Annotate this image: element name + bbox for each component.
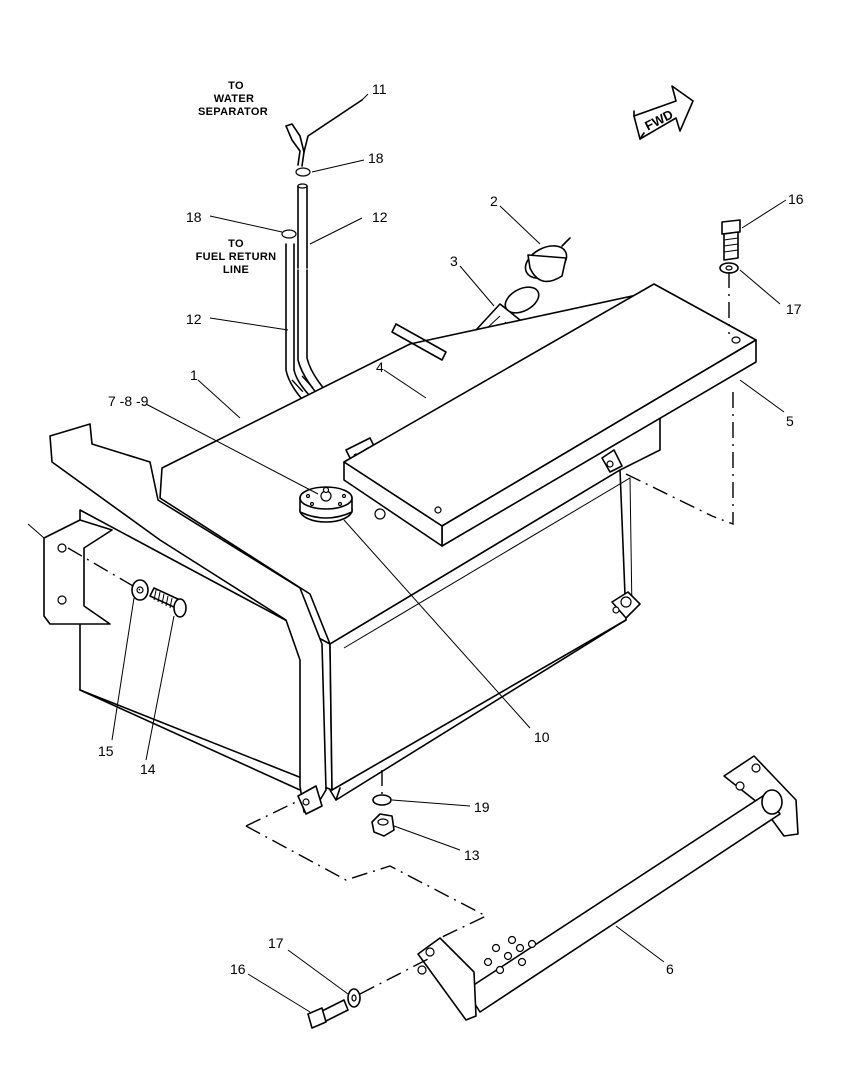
- callout-11: 11: [372, 81, 387, 97]
- forward-direction-arrow: FWD: [633, 85, 694, 140]
- svg-text:SEPARATOR: SEPARATOR: [198, 106, 268, 118]
- to-water-separator-label: TO WATER SEPARATOR: [198, 80, 268, 118]
- svg-text:TO: TO: [228, 238, 244, 250]
- callout-14: 14: [140, 761, 156, 777]
- washer-17-lower: [347, 988, 361, 1008]
- callout-numbers: 11 18 18 12 12 2 3 16 17 1 7 -8 -9 4 5 1…: [98, 81, 804, 977]
- callout-12-right: 12: [372, 209, 388, 225]
- callout-19: 19: [474, 799, 490, 815]
- bolt-16-upper: [721, 219, 741, 261]
- filler-cap-2: [524, 237, 571, 283]
- callout-13: 13: [464, 847, 480, 863]
- bolt-14: [149, 587, 187, 618]
- callout-16-upper: 16: [788, 191, 804, 207]
- callout-15: 15: [98, 743, 114, 759]
- callout-6: 6: [666, 961, 674, 977]
- washer-17-upper: [719, 262, 739, 274]
- leader-lines: [111, 93, 787, 1013]
- callout-12-left: 12: [186, 311, 202, 327]
- cross-member-6: [417, 755, 799, 1021]
- callout-17-lower: 17: [268, 935, 284, 951]
- svg-text:LINE: LINE: [223, 264, 249, 276]
- hose-12-upper: [297, 183, 308, 269]
- callout-18-lower: 18: [186, 209, 202, 225]
- callout-16-lower: 16: [230, 961, 246, 977]
- nut-13: [371, 813, 395, 837]
- side-bracket: [27, 519, 113, 625]
- bolt-16-lower: [307, 999, 349, 1029]
- to-fuel-return-line-label: TO FUEL RETURN LINE: [196, 238, 277, 276]
- assembly-centerlines: [67, 272, 734, 995]
- callout-17-upper: 17: [786, 301, 802, 317]
- washer-19: [372, 794, 392, 806]
- tank-mount-ears: [297, 449, 641, 815]
- clamp-18-lower: [281, 229, 297, 239]
- rear-bracket: [391, 323, 447, 361]
- callout-3: 3: [450, 253, 458, 269]
- callout-2: 2: [490, 193, 498, 209]
- svg-text:TO: TO: [228, 80, 244, 92]
- callout-18-upper: 18: [368, 150, 384, 166]
- callout-4: 4: [376, 359, 384, 375]
- svg-text:WATER: WATER: [214, 93, 254, 105]
- callout-5: 5: [786, 413, 794, 429]
- callout-1: 1: [190, 367, 198, 383]
- callout-10: 10: [534, 729, 550, 745]
- clamp-18-upper: [295, 167, 311, 177]
- hose-11: [285, 99, 363, 167]
- svg-text:FUEL RETURN: FUEL RETURN: [196, 251, 277, 263]
- fuel-sender-unit-10: [299, 486, 353, 523]
- callout-7-8-9: 7 -8 -9: [108, 393, 149, 409]
- top-plate-5: [343, 283, 757, 547]
